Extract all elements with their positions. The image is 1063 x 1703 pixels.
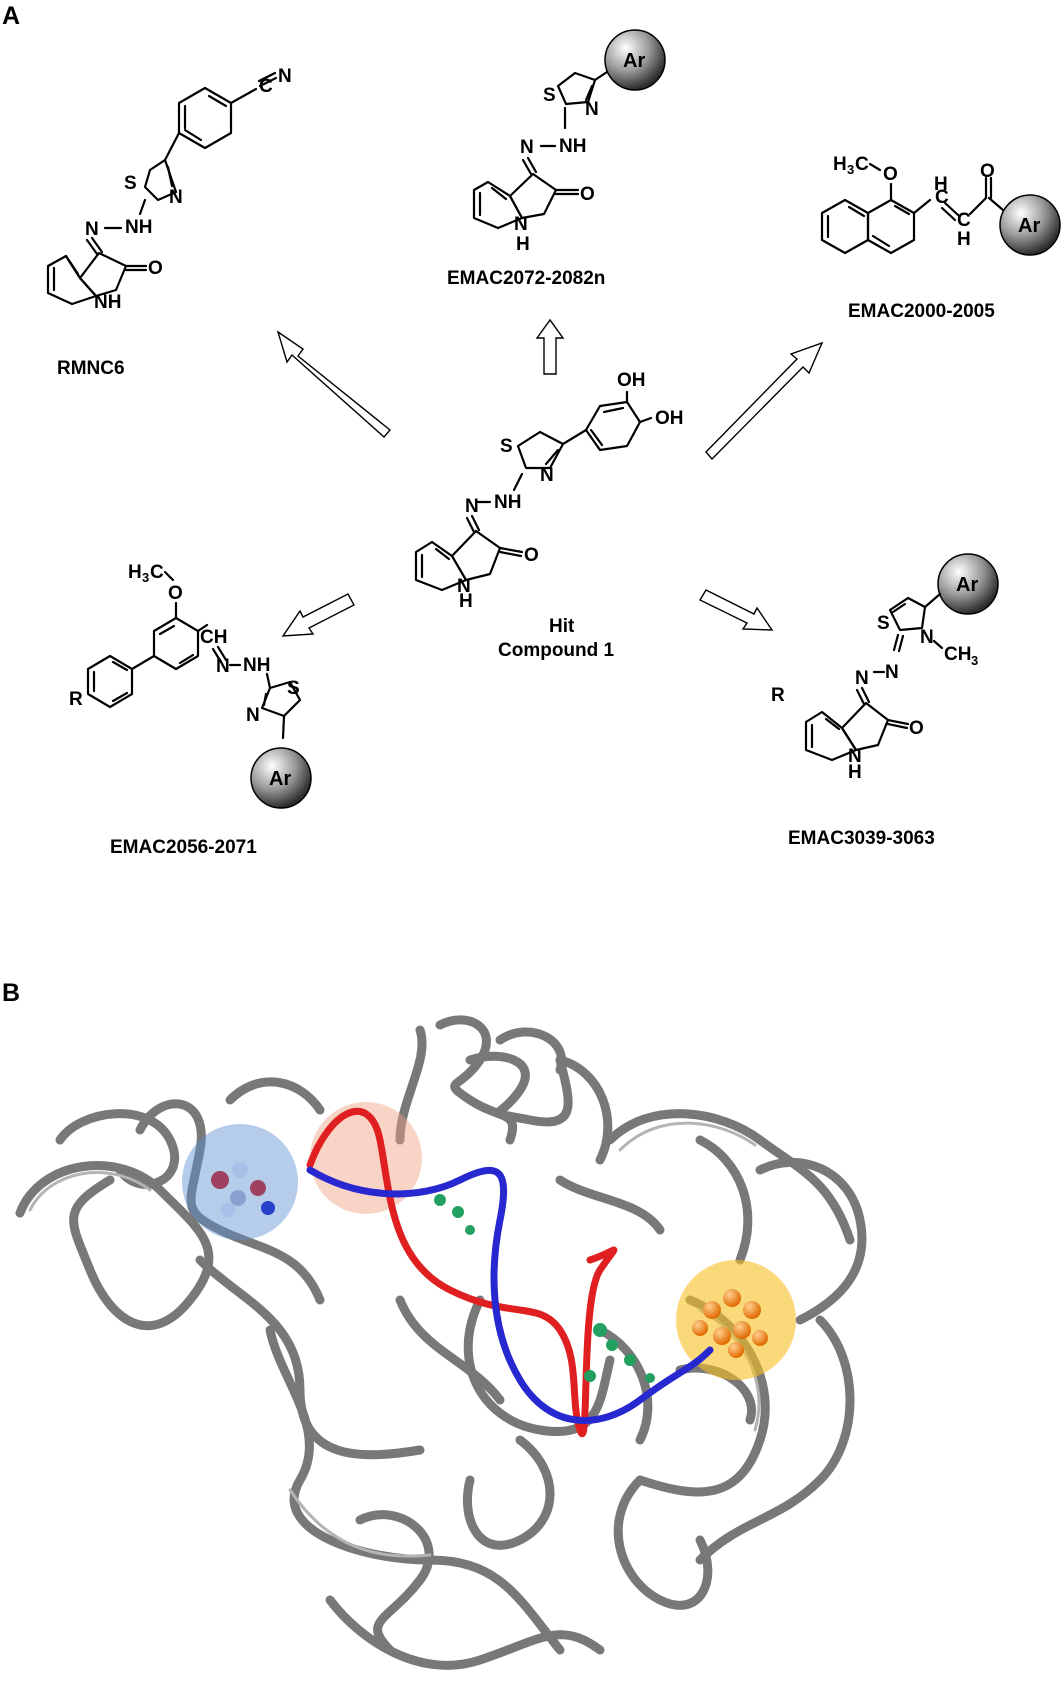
- atom-label: O: [883, 164, 898, 185]
- atom-label: H: [957, 229, 971, 250]
- atom-label: N: [855, 668, 869, 689]
- ar-label: Ar: [623, 50, 645, 72]
- ar-sphere: [937, 553, 999, 615]
- atom-label: S: [124, 173, 137, 194]
- atom-label: R: [69, 689, 83, 710]
- structure-hit-compound-1: OH OH S N NH N O O N H H: [414, 370, 684, 612]
- arrow-to-emac3039: [699, 589, 774, 631]
- structure-emac2000: H 3 C O H C C H O Ar: [820, 154, 1061, 256]
- atom-label: 3: [142, 570, 149, 585]
- ar-label: Ar: [956, 574, 978, 596]
- atom-label: N: [520, 137, 534, 158]
- atom-label: N: [885, 662, 899, 683]
- label-emac2056: EMAC2056-2071: [110, 837, 257, 858]
- label-emac3039: EMAC3039-3063: [788, 828, 935, 849]
- atom-label: NH: [125, 217, 152, 238]
- arrow-to-emac2000: [705, 341, 824, 461]
- atom-label: NH: [559, 136, 586, 157]
- atom-label: S: [877, 613, 890, 634]
- arrow-to-emac2072: [535, 318, 565, 375]
- label-emac2072: EMAC2072-2082n: [447, 268, 605, 289]
- atom-label: OH: [617, 370, 646, 391]
- atom-label: O: [980, 161, 995, 182]
- atom-label: O: [524, 545, 539, 566]
- structure-emac2056: H 3 C O R CH N NH S N Ar: [69, 562, 312, 809]
- atom-label: C: [150, 562, 164, 583]
- atom-label: NH: [243, 655, 270, 676]
- atom-label: C: [957, 210, 971, 231]
- atom-label: H: [833, 154, 847, 175]
- blue-strand: [306, 1166, 714, 1424]
- atom-label: 3: [971, 653, 978, 668]
- protein-structure: [15, 1015, 867, 1670]
- ar-sphere: [250, 747, 312, 809]
- atom-label: H: [934, 174, 948, 195]
- ar-sphere: [604, 29, 666, 91]
- label-hit-line1: Hit: [549, 616, 575, 637]
- structure-emac3039: Ar S N CH 3 N N O N H R: [771, 553, 999, 783]
- orange-site-atoms: [692, 1289, 768, 1358]
- atom-label: H: [459, 591, 473, 612]
- atom-label: N: [920, 627, 934, 648]
- atom-label: 3: [847, 162, 854, 177]
- structure-emac2072: Ar S N NH N O N H: [472, 29, 666, 255]
- atom-label: N: [216, 656, 230, 677]
- panel-b-letter: B: [2, 979, 20, 1007]
- atom-label: OH: [655, 408, 684, 429]
- atom-label: N: [278, 66, 292, 87]
- atom-label: O: [168, 583, 183, 604]
- atom-label: C: [259, 76, 273, 97]
- atom-label: C: [855, 154, 869, 175]
- ar-sphere: [999, 194, 1061, 256]
- label-hit-line2: Compound 1: [498, 640, 615, 661]
- green-ligands: [434, 1194, 655, 1383]
- atom-label: O: [148, 258, 163, 279]
- panel-a-letter: A: [2, 2, 20, 30]
- arrow-to-rmnc6: [276, 330, 392, 438]
- atom-label: N: [169, 187, 183, 208]
- atom-label: CH: [200, 627, 227, 648]
- label-emac2000: EMAC2000-2005: [848, 301, 995, 322]
- atom-label: N: [85, 219, 99, 240]
- structure-rmnc6: C N S N NH N O NH H: [46, 66, 292, 313]
- atom-label: S: [287, 678, 300, 699]
- ar-label: Ar: [1018, 215, 1040, 237]
- atom-label: H: [848, 762, 862, 783]
- atom-label: S: [543, 85, 556, 106]
- blue-site-ligand: [211, 1162, 275, 1217]
- atom-label: R: [771, 685, 785, 706]
- ar-label: Ar: [269, 768, 291, 790]
- atom-label: H: [128, 562, 142, 583]
- atom-label: N: [540, 465, 554, 486]
- atom-label: H: [516, 234, 530, 255]
- arrow-to-emac2056: [281, 593, 355, 637]
- atom-label: S: [500, 436, 513, 457]
- atom-label: N: [246, 705, 260, 726]
- blue-binding-site: [182, 1124, 298, 1240]
- atom-label: N: [585, 99, 599, 120]
- atom-label: O: [909, 718, 924, 739]
- red-strand: [306, 1107, 618, 1437]
- atom-label: CH: [944, 644, 971, 665]
- atom-label: N: [465, 496, 479, 517]
- atom-label: O: [580, 184, 595, 205]
- atom-label: NH: [494, 492, 521, 513]
- label-rmnc6: RMNC6: [57, 358, 125, 379]
- atom-label: NH: [94, 292, 121, 313]
